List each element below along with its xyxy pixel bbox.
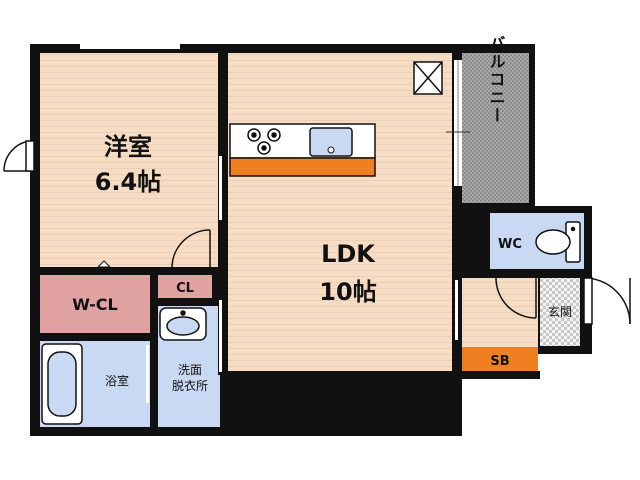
ldk-size: 10帖 — [319, 278, 376, 306]
wash-basin-icon — [159, 307, 207, 341]
entrance-floor — [540, 278, 580, 346]
ventilation-icon — [413, 61, 443, 95]
wc-label: WC — [498, 237, 522, 252]
toilet-icon — [535, 221, 581, 263]
walk-in-closet-label: W-CL — [72, 295, 118, 314]
balcony-floor — [462, 53, 529, 203]
partition-cl — [158, 298, 220, 306]
western-room-name: 洋室 — [104, 133, 152, 161]
door-swing-wc — [495, 277, 537, 319]
closet-label: CL — [176, 281, 194, 296]
western-room-floor — [40, 53, 218, 267]
bath-label: 浴室 — [105, 373, 129, 388]
shoebox-label: SB — [490, 354, 509, 369]
north-window — [80, 44, 180, 49]
western-room-size: 6.4帖 — [95, 168, 162, 196]
ldk-name: LDK — [321, 240, 376, 268]
sink-icon — [309, 127, 353, 157]
door-swing-entrance — [583, 277, 631, 325]
bathtub-icon — [41, 343, 83, 425]
walk-in-closet-floor — [40, 275, 150, 333]
door-swing-closet — [171, 229, 211, 269]
door-marker-wcl — [96, 260, 112, 268]
partition-bath — [40, 333, 158, 341]
partition-west-ldk — [218, 53, 228, 375]
kitchen-counter — [229, 123, 376, 177]
gas-stove-icon — [247, 128, 281, 155]
closet-floor — [158, 275, 212, 298]
partition-bath-wash — [150, 275, 158, 427]
balcony-label: バルコニー — [487, 35, 506, 125]
shoebox — [462, 347, 538, 371]
door-swing-west — [3, 140, 35, 172]
washroom-label-2: 脱衣所 — [172, 378, 208, 393]
washroom-label-1: 洗面 — [178, 363, 202, 377]
entrance-label: 玄関 — [548, 304, 572, 319]
partition-hall — [228, 371, 540, 379]
ldk-floor — [228, 53, 452, 371]
partition-wcl — [40, 267, 218, 275]
partition-wc — [462, 269, 584, 278]
